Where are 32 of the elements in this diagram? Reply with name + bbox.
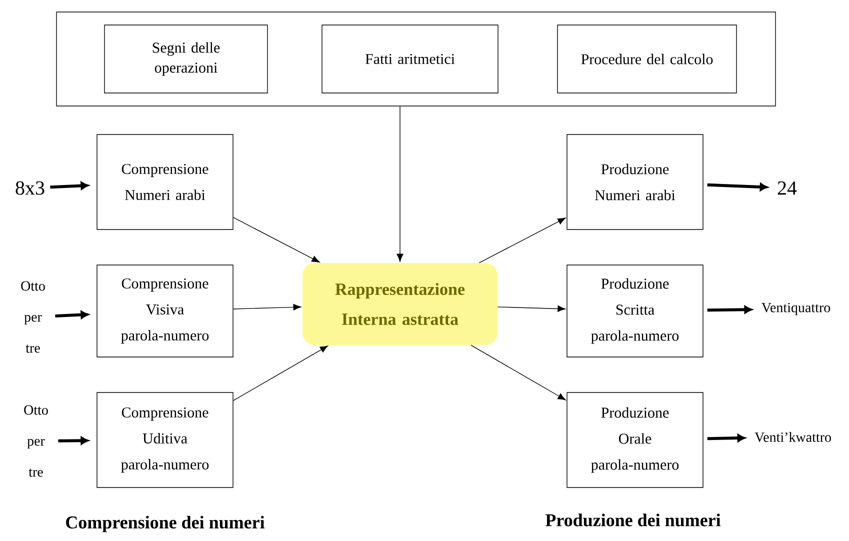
process-box: Comprensione Numeri arabi: [96, 134, 234, 230]
arrow: [233, 304, 302, 310]
section-heading: Comprensione dei numeri: [66, 516, 265, 532]
process-box: Produzione Numeri arabi: [566, 134, 704, 230]
arrow: [55, 310, 88, 319]
input-text: 24: [778, 181, 797, 195]
process-box: Comprensione Visiva parola-numero: [96, 264, 234, 358]
section-heading: Produzione dei numeri: [545, 514, 721, 526]
process-box: Fatti aritmetici: [322, 24, 498, 94]
arrow: [396, 106, 404, 262]
arrow: [707, 306, 752, 314]
input-text: 8x3: [16, 181, 44, 195]
process-box: Procedure del calcolo: [557, 24, 737, 94]
arrow: [233, 346, 328, 401]
input-text: Otto per tre: [24, 405, 48, 477]
group-box: [56, 12, 776, 106]
arrow: [707, 434, 746, 442]
process-box: Produzione Orale parola-numero: [566, 392, 704, 488]
arrow: [233, 217, 320, 263]
process-box: Produzione Scritta parola-numero: [566, 264, 704, 358]
input-text: Otto per tre: [21, 281, 45, 353]
input-text: Venti’kwattro: [754, 432, 831, 442]
process-box: Comprensione Uditiva parola-numero: [96, 392, 234, 488]
arrow: [478, 218, 566, 264]
arrow: [707, 183, 768, 191]
input-text: Ventiquattro: [762, 302, 830, 316]
arrow: [470, 344, 566, 400]
arrow: [50, 182, 88, 190]
arrow: [497, 305, 566, 312]
process-box: Segni delle operazioni: [104, 24, 268, 94]
representation-box: Rappresentazione Interna astratta: [302, 263, 498, 345]
arrow: [58, 436, 88, 445]
